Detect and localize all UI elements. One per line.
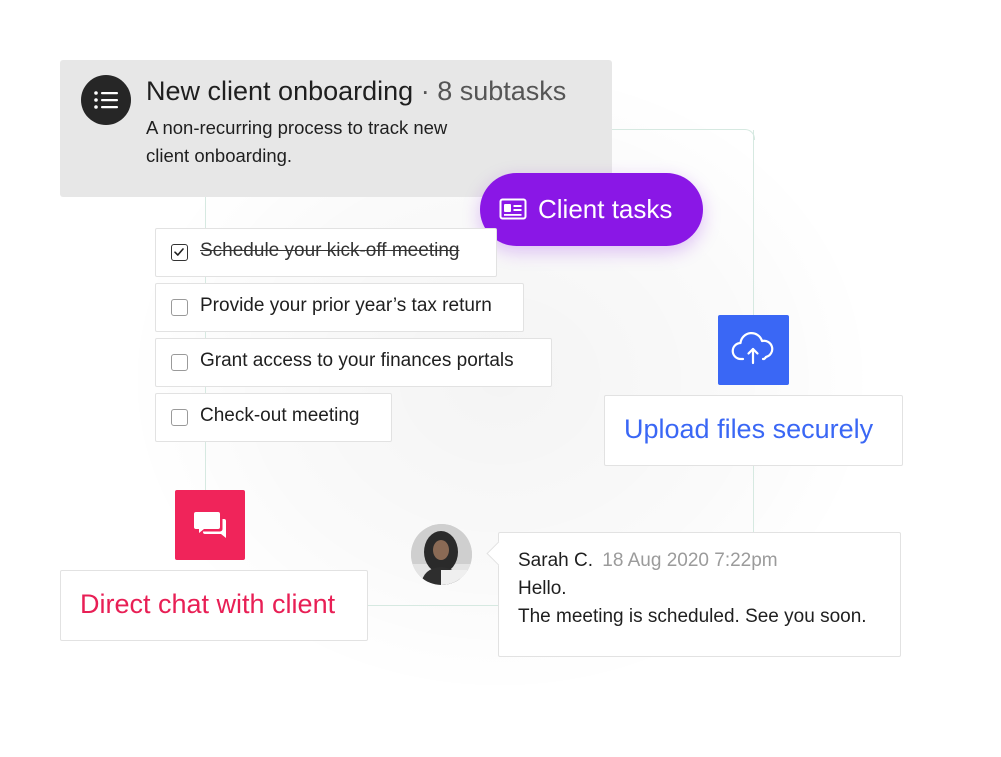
connector-line-bottom [368, 605, 498, 606]
subtask-count: 8 subtasks [437, 76, 567, 106]
task-item[interactable]: Provide your prior year’s tax return [155, 283, 524, 332]
client-tasks-label: Client tasks [538, 194, 673, 224]
process-header-card: New client onboarding · 8 subtasks A non… [60, 60, 612, 197]
task-checkbox[interactable] [171, 354, 188, 371]
list-icon [81, 75, 131, 125]
cloud-upload-icon[interactable] [718, 315, 789, 385]
task-label: Schedule your kick-off meeting [200, 240, 460, 261]
task-label: Provide your prior year’s tax return [200, 295, 492, 316]
direct-chat-label: Direct chat with client [80, 589, 336, 619]
upload-files-label: Upload files securely [624, 414, 874, 444]
chat-message: Sarah C. 18 Aug 2020 7:22pm Hello. The m… [486, 532, 901, 657]
id-card-icon [499, 198, 527, 225]
title-separator: · [420, 76, 430, 106]
upload-files-card[interactable]: Upload files securely [604, 395, 903, 466]
task-item[interactable]: Schedule your kick-off meeting [155, 228, 497, 277]
task-label: Grant access to your finances portals [200, 350, 514, 371]
task-item[interactable]: Grant access to your finances portals [155, 338, 552, 387]
message-meta: Sarah C. 18 Aug 2020 7:22pm [518, 548, 778, 574]
process-title: New client onboarding · 8 subtasks [146, 74, 566, 108]
message-timestamp: 18 Aug 2020 7:22pm [602, 550, 778, 571]
client-tasks-button[interactable]: Client tasks [480, 173, 703, 246]
task-checkbox-checked[interactable] [171, 244, 188, 261]
connector-line-right [753, 130, 754, 315]
message-author: Sarah C. [518, 550, 593, 571]
message-text: The meeting is scheduled. See you soon. [518, 606, 867, 627]
checkmark-icon [174, 248, 184, 256]
message-text: Hello. [518, 578, 567, 599]
task-item[interactable]: Check-out meeting [155, 393, 392, 442]
connector-line-right-lower [753, 466, 754, 532]
task-label: Check-out meeting [200, 405, 360, 426]
task-checkbox[interactable] [171, 299, 188, 316]
connector-line-right-top [612, 129, 744, 130]
process-name: New client onboarding [146, 76, 414, 106]
task-checkbox[interactable] [171, 409, 188, 426]
chat-bubbles-icon[interactable] [175, 490, 245, 560]
avatar [411, 524, 472, 585]
direct-chat-card[interactable]: Direct chat with client [60, 570, 368, 641]
process-description: A non-recurring process to track new cli… [146, 117, 448, 166]
